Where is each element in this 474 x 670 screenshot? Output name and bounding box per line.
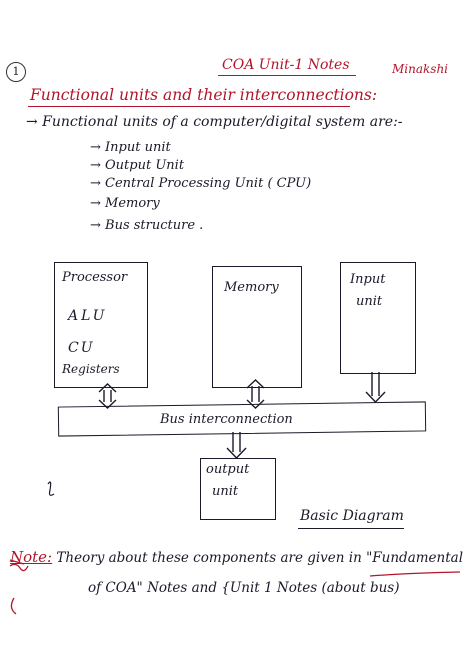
output-unit-box: [200, 458, 276, 520]
bus-label: Bus interconnection: [160, 412, 293, 427]
processor-label: Processor: [62, 270, 128, 285]
note-text-1: Theory about these components are given …: [56, 550, 464, 566]
header-title: COA Unit-1 Notes: [222, 57, 350, 73]
margin-doodle: [47, 481, 55, 496]
input-unit-label: unit: [356, 294, 383, 309]
unit-list-item: → Output Unit: [90, 158, 185, 173]
unit-list-item: → Central Processing Unit ( CPU): [90, 176, 312, 191]
note-line-1: Note: Theory about these components are …: [10, 548, 463, 566]
author-name: Minakshi: [392, 62, 449, 76]
registers-label: Registers: [62, 362, 120, 376]
section-underline: [28, 106, 350, 107]
alu-label: ALU: [68, 308, 108, 324]
output-label: output: [206, 462, 250, 477]
unit-list-item: → Input unit: [90, 140, 171, 155]
input-unit-box: [340, 262, 416, 374]
header-underline: [218, 75, 356, 76]
section-title: Functional units and their interconnecti…: [30, 86, 378, 104]
note-label: Note:: [10, 548, 53, 566]
processor-box: [54, 262, 148, 388]
intro-text: → Functional units of a computer/digital…: [26, 114, 403, 130]
note-line-2: of COA" Notes and {Unit 1 Notes (about b…: [88, 580, 400, 596]
unit-list-item: → Bus structure .: [90, 218, 204, 233]
diagram-caption: Basic Diagram: [300, 508, 404, 524]
cu-label: CU: [68, 340, 95, 356]
input-label: Input: [350, 272, 386, 287]
output-unit-label: unit: [212, 484, 239, 499]
page-number: 1: [6, 62, 26, 82]
note-wave-mark: [9, 563, 29, 572]
unit-list-item: → Memory: [90, 196, 160, 211]
caption-underline: [298, 528, 404, 529]
memory-label: Memory: [224, 280, 279, 295]
memory-box: [212, 266, 302, 388]
